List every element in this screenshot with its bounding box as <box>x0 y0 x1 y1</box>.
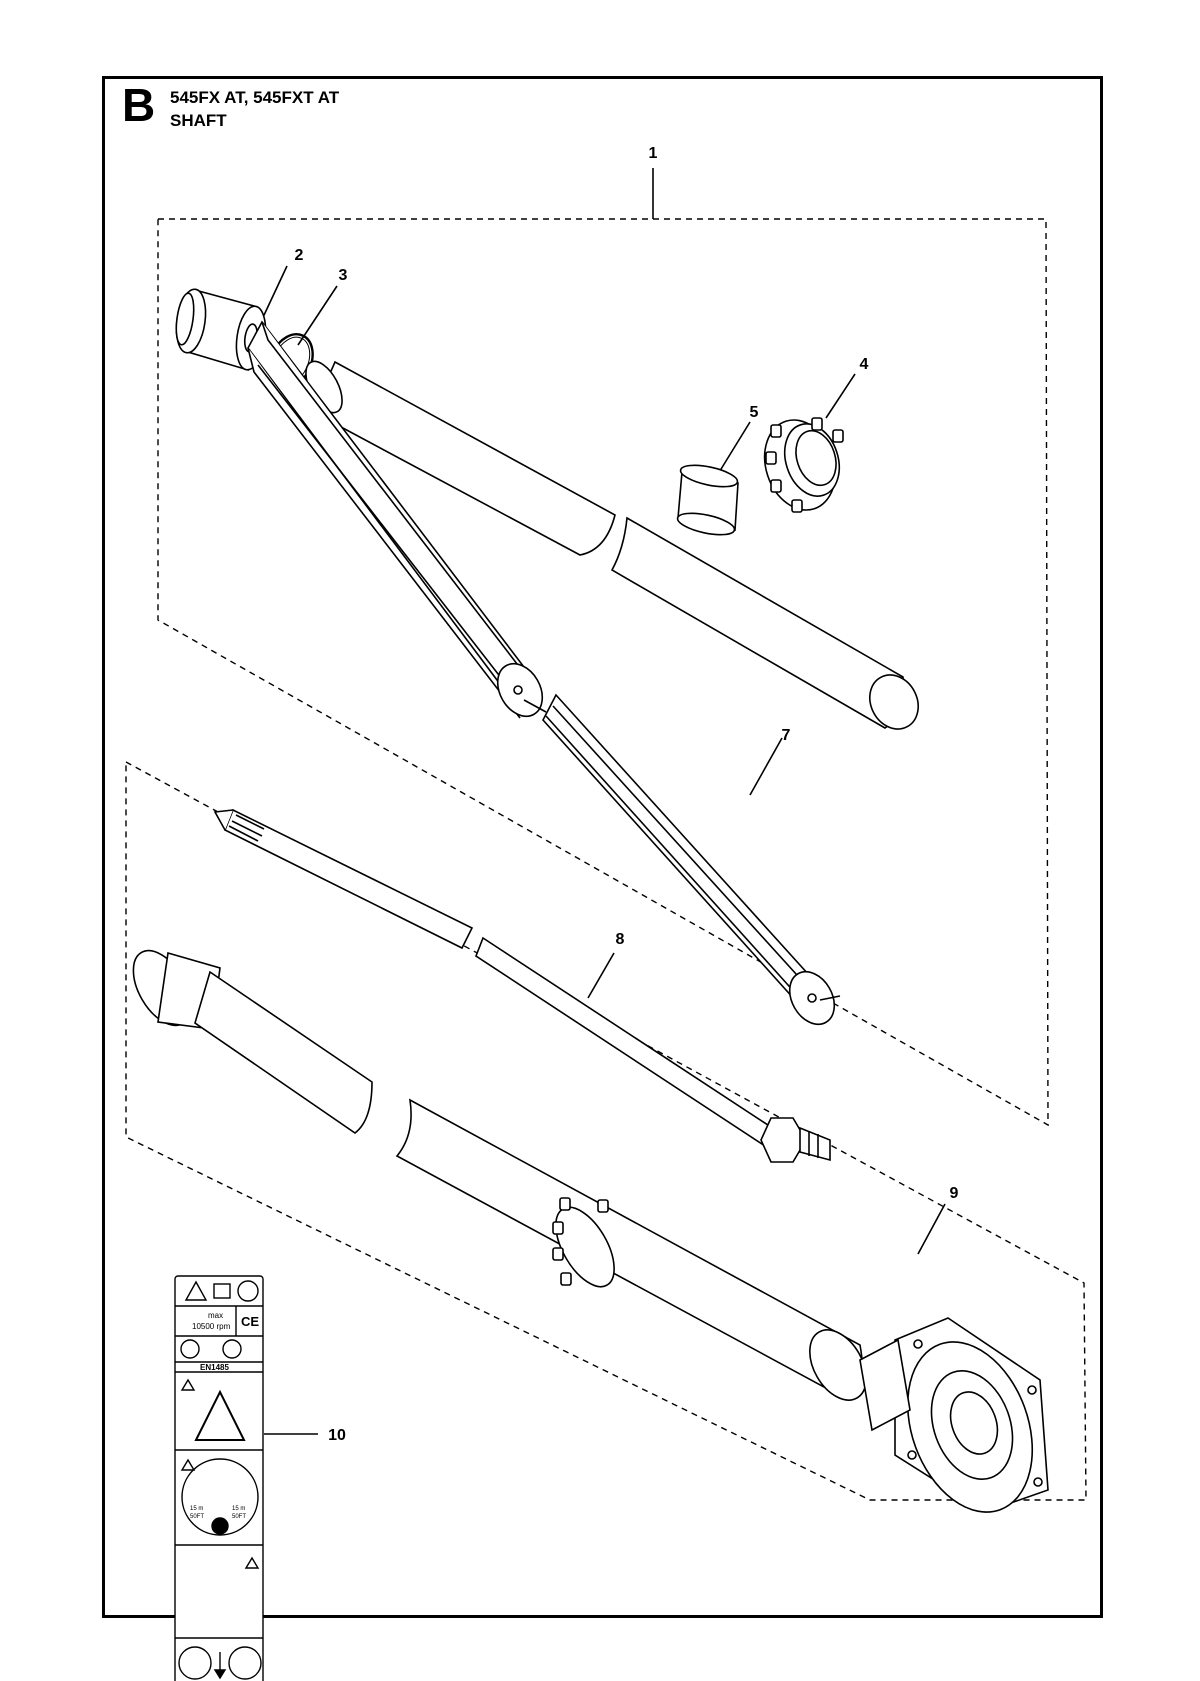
assembly-1-outline <box>157 218 1049 1127</box>
leader-7 <box>749 737 783 796</box>
assembly-9-outline <box>125 760 1087 1501</box>
part-1-outer-tube <box>305 360 919 730</box>
decal-distance-right: 15 m <box>232 1506 245 1512</box>
leader-5 <box>717 421 751 475</box>
decal-rpm-max: max <box>208 1311 223 1320</box>
leader-8 <box>587 952 615 999</box>
decal-text: max 10500 rpm CE EN1485 15 m 50FT 15 m 5… <box>190 1311 259 1520</box>
decal-distance-right-ft: 50FT <box>232 1514 246 1520</box>
leader-4 <box>825 373 856 419</box>
decal-standard: EN1485 <box>200 1363 229 1372</box>
callout-2: 2 <box>295 247 304 264</box>
callout-10: 10 <box>328 1427 346 1444</box>
callout-1: 1 <box>649 145 658 162</box>
part-5-sleeve <box>676 464 739 536</box>
callout-9: 9 <box>950 1185 959 1202</box>
part-7-liner <box>247 320 841 1026</box>
callout-3: 3 <box>339 267 348 284</box>
model-title: 545FX AT, 545FXT AT <box>170 88 340 107</box>
section-subtitle: SHAFT <box>170 111 227 130</box>
section-letter: B <box>122 79 156 131</box>
decal-distance-left: 15 m <box>190 1506 203 1512</box>
drawing-frame <box>102 76 1103 1618</box>
part-9-gear-housing <box>859 1317 1049 1513</box>
part-4-nut <box>763 417 844 513</box>
decal-ce-mark: CE <box>241 1314 259 1329</box>
decal-rpm-value: 10500 rpm <box>192 1322 231 1331</box>
part-8-drive-shaft <box>213 808 831 1163</box>
callout-4: 4 <box>860 356 869 373</box>
callout-5: 5 <box>750 404 759 421</box>
decal-distance-left-ft: 50FT <box>190 1514 204 1520</box>
leader-9 <box>917 1203 946 1255</box>
callout-labels: 1 2 3 4 5 7 8 9 10 <box>295 145 959 1444</box>
part-10-decal <box>174 1275 264 1681</box>
callout-8: 8 <box>616 931 625 948</box>
callout-7: 7 <box>782 727 791 744</box>
part-9-shaft-tube <box>132 949 867 1401</box>
